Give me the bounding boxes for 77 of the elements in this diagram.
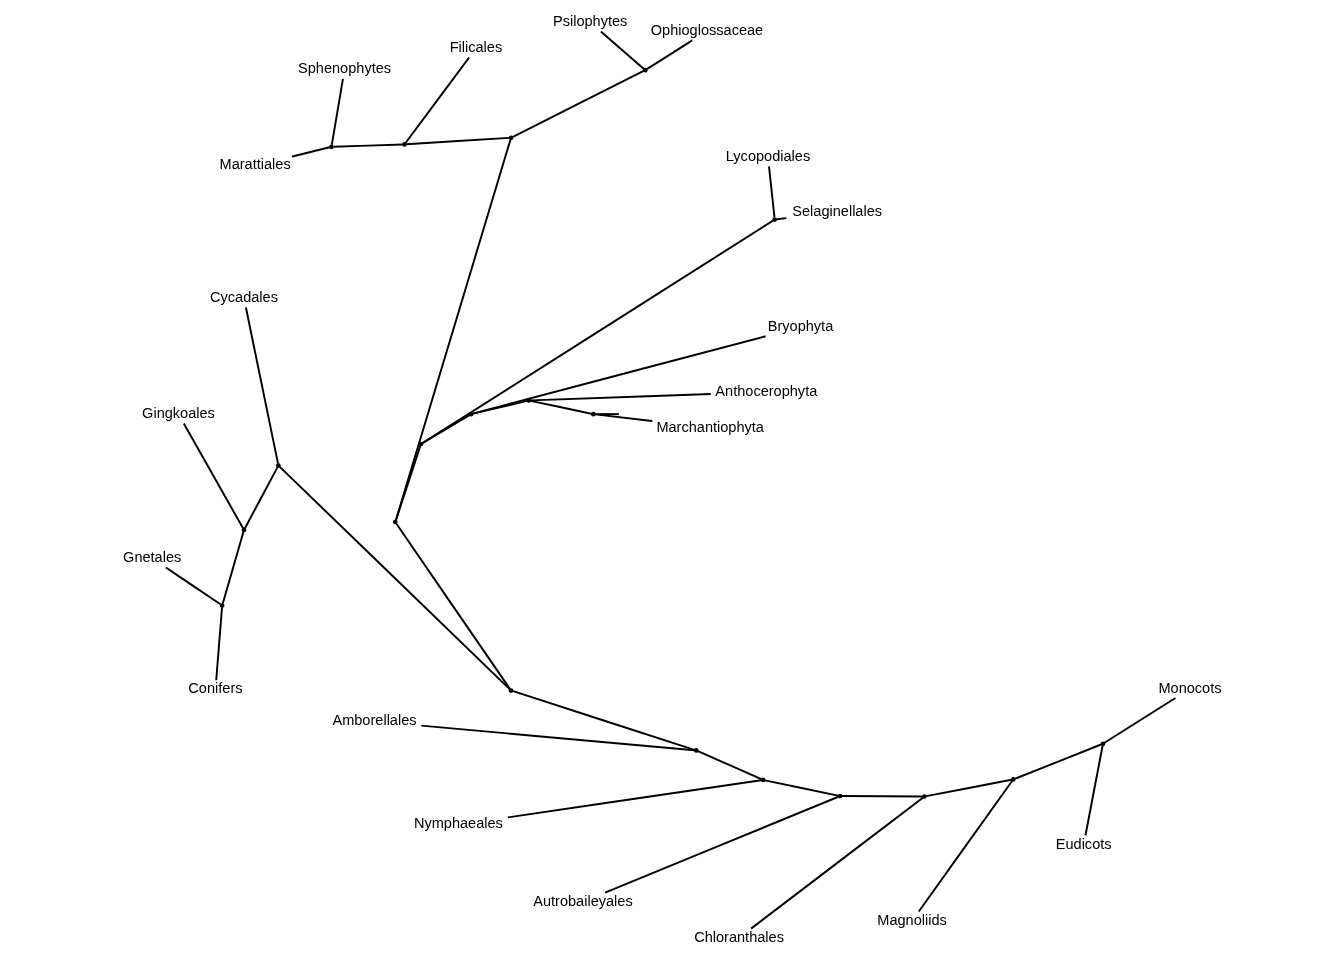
node-text: Autrobaileyales (533, 892, 633, 909)
node-text: Gnetales (123, 549, 182, 566)
connector (1084, 744, 1104, 837)
node-point (508, 135, 514, 141)
connector (221, 530, 245, 605)
connector (330, 77, 344, 146)
node-point (241, 527, 247, 533)
node-point (591, 411, 596, 417)
node-text: Filicales (449, 39, 503, 56)
connector (512, 690, 696, 751)
connector (244, 306, 279, 465)
connector (1103, 697, 1177, 744)
node-point (402, 142, 407, 147)
connector (244, 466, 279, 530)
connector (471, 335, 767, 415)
node-point (642, 67, 648, 73)
node-text: Eudicots (1055, 835, 1112, 852)
node-text: Anthocerophyta (715, 382, 818, 399)
node-point (418, 441, 424, 447)
connector (472, 399, 528, 415)
connector (215, 606, 223, 682)
connector (599, 30, 645, 70)
connector (394, 138, 512, 522)
node-point (760, 777, 766, 783)
node-point (276, 463, 281, 468)
connector (604, 795, 840, 894)
node-text: Amborellales (332, 712, 417, 729)
node-point (693, 748, 699, 753)
connector (291, 146, 331, 158)
connector (529, 393, 712, 402)
connector (182, 422, 245, 530)
node-text: Sphenophytes (298, 60, 392, 77)
connector (332, 143, 404, 148)
connector (750, 796, 924, 930)
connector (395, 523, 511, 690)
connector (405, 136, 511, 146)
node-text: Psilophytes (552, 13, 628, 30)
node-text: Bryophyta (767, 317, 834, 334)
connector (420, 724, 696, 752)
connector (696, 750, 763, 781)
node-point (1100, 741, 1106, 747)
node-text: Conifers (188, 680, 243, 697)
node-point (922, 794, 927, 799)
connector (1014, 743, 1103, 780)
connector (506, 779, 763, 819)
connector (768, 165, 776, 219)
node-point (219, 603, 225, 608)
connector (164, 566, 222, 606)
node-point (1010, 777, 1016, 782)
node-text: Lycopodiales (725, 147, 811, 164)
node-text: Selaginellales (792, 202, 883, 219)
node-point (392, 519, 398, 525)
connector (529, 399, 593, 415)
connector (645, 39, 694, 71)
node-text: Monocots (1158, 679, 1222, 696)
node-text: Magnoliids (877, 911, 947, 928)
node-text: Gingkoales (142, 404, 215, 421)
connector (404, 56, 471, 144)
node-point (772, 217, 778, 222)
node-text: Chloranthales (694, 928, 784, 945)
node-text: Marchantiophyta (656, 418, 764, 435)
connector (421, 219, 774, 445)
connector (512, 70, 645, 138)
node-point (329, 144, 334, 150)
connector (764, 779, 839, 797)
connector (925, 778, 1013, 798)
connector (594, 413, 620, 416)
node-text: Ophioglossaceae (650, 21, 764, 38)
node-point (508, 688, 514, 693)
node-text: Nymphaeales (413, 815, 503, 832)
node-text: Marattiales (219, 156, 291, 173)
connector (917, 780, 1014, 913)
connector (840, 795, 924, 798)
connector (278, 465, 511, 691)
connector (594, 413, 654, 422)
node-point (837, 793, 843, 799)
node-text: Cycadales (210, 289, 278, 306)
